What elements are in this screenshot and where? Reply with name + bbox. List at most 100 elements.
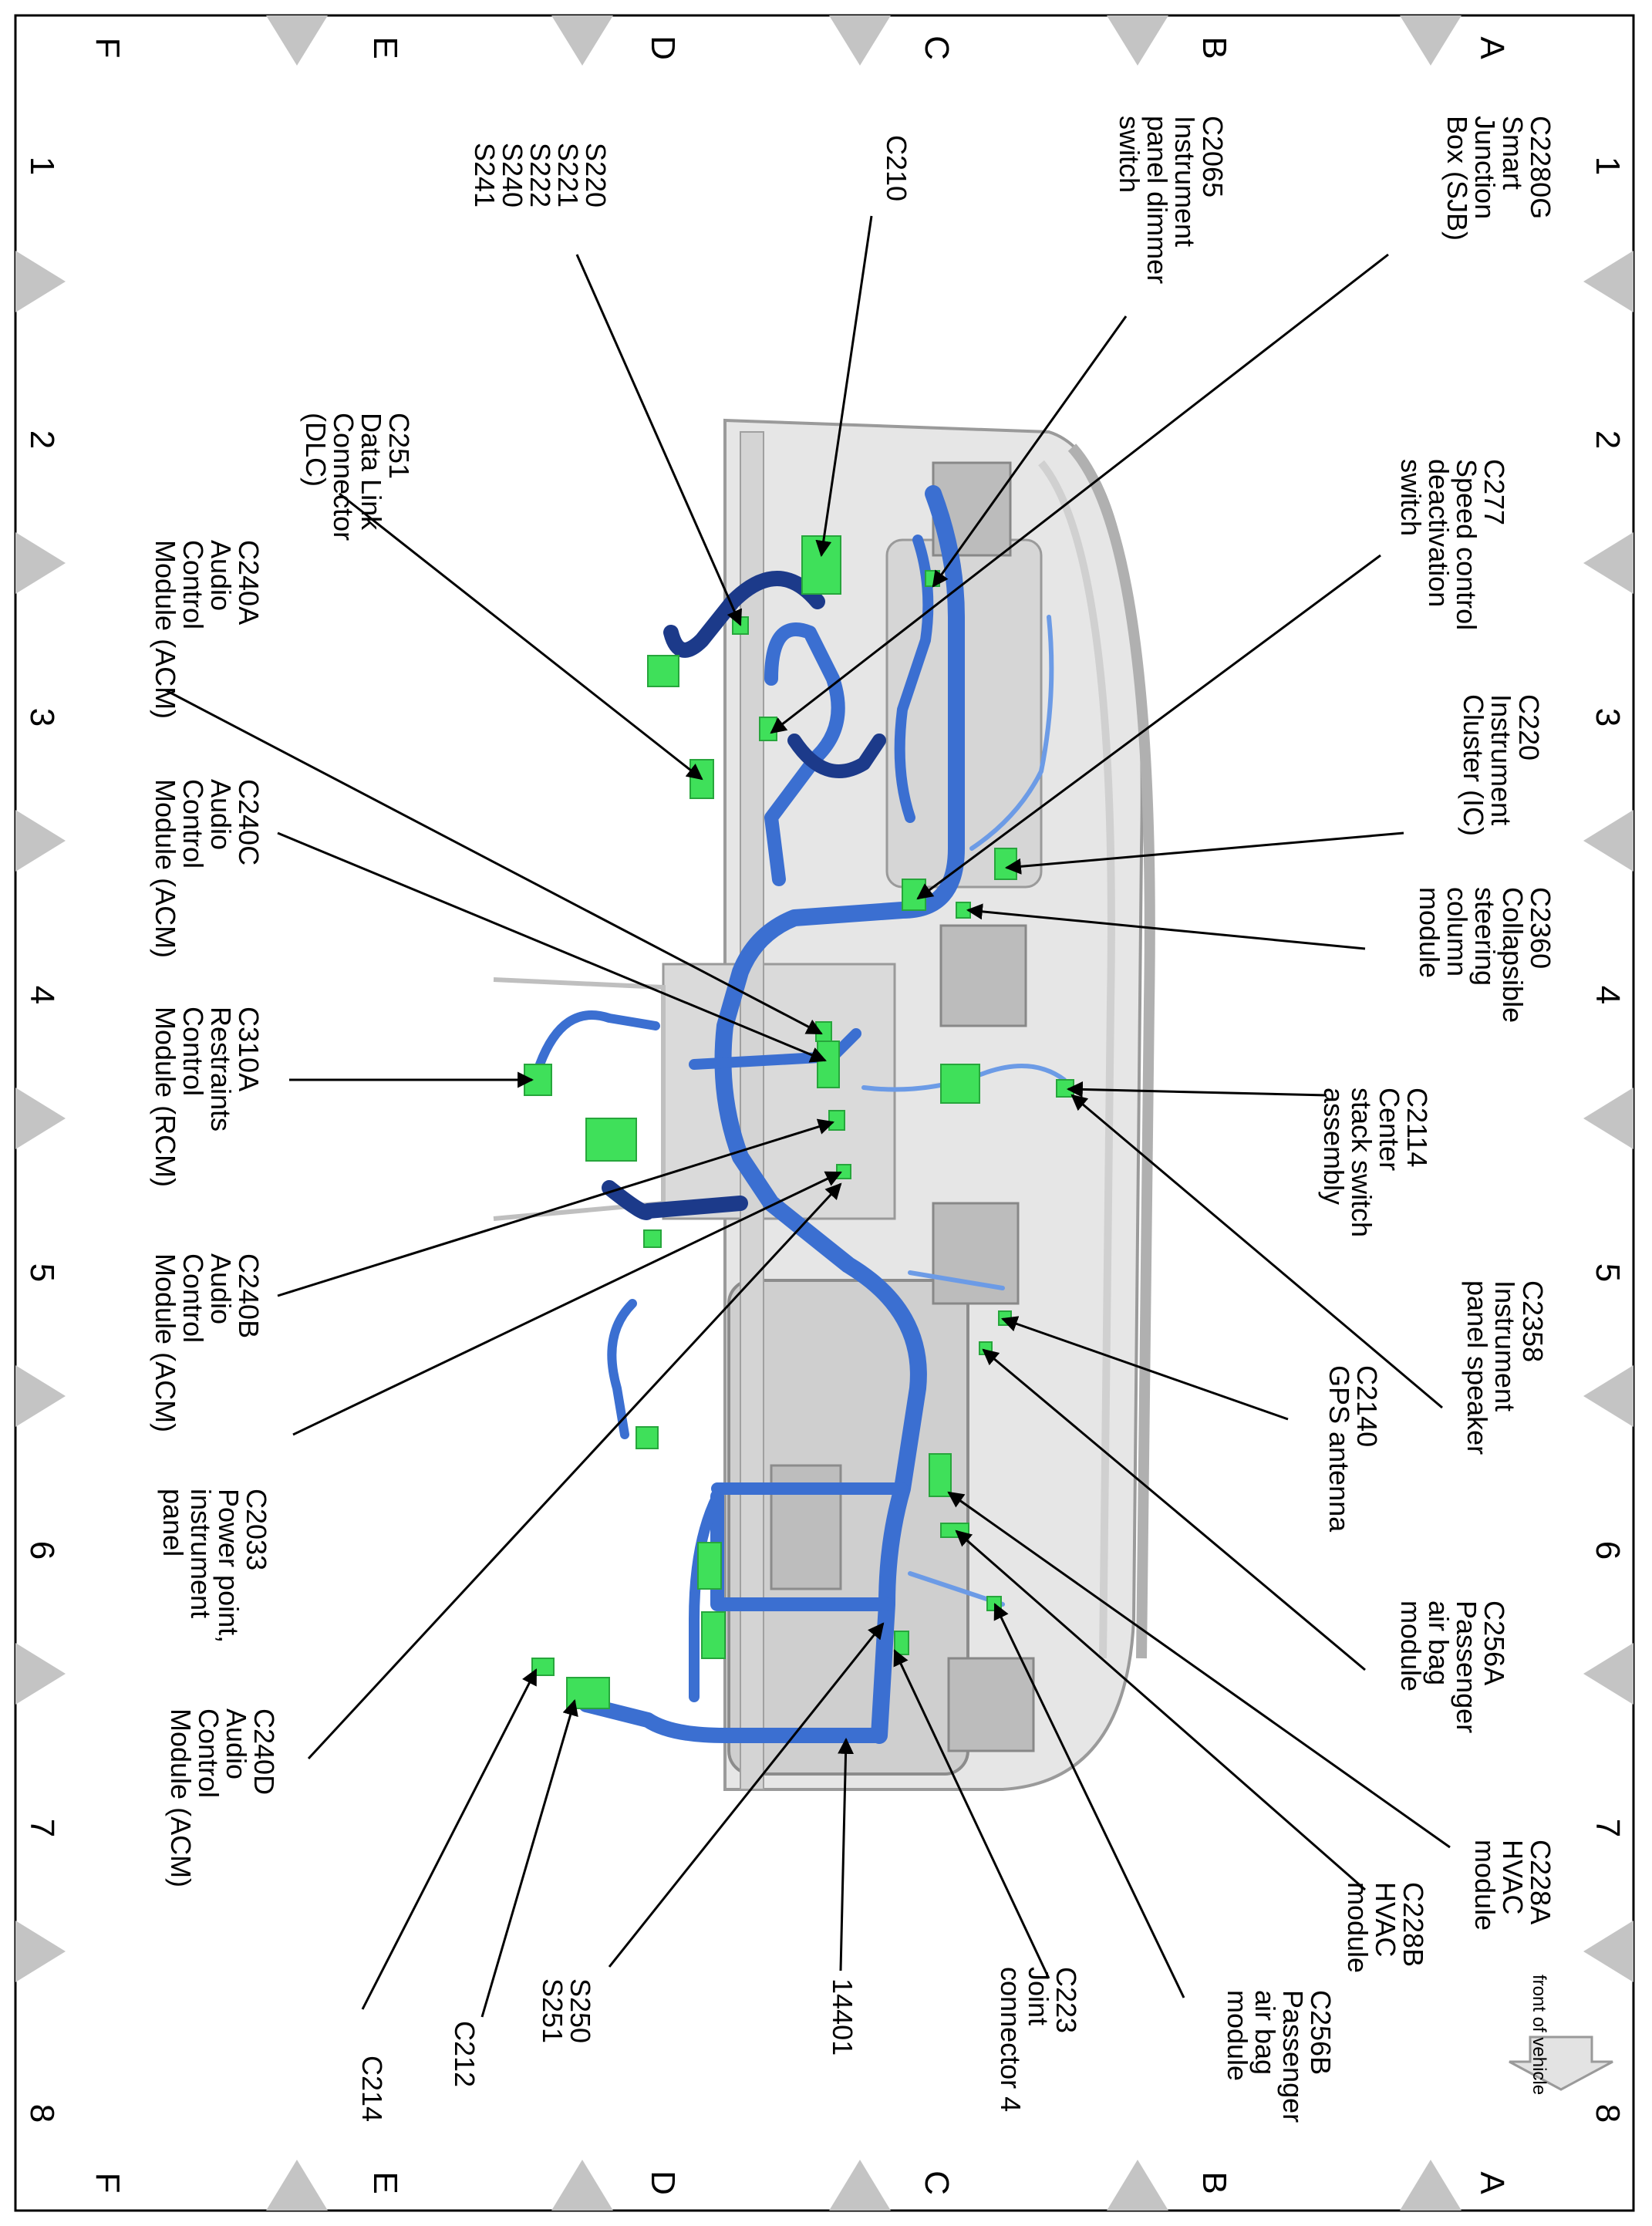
grid-column-label: 8 xyxy=(1589,2104,1627,2123)
grid-column-label: 1 xyxy=(1589,157,1627,175)
leader-line xyxy=(932,315,1128,588)
callout-line: Instrument xyxy=(1169,116,1201,247)
grid-triangle xyxy=(1400,2160,1462,2211)
connector-c310a-module xyxy=(585,1118,637,1162)
callout-line: Module (ACM) xyxy=(150,1253,181,1432)
grid-row-label: F xyxy=(89,38,126,59)
connector-center-module xyxy=(940,1064,980,1104)
callout-line: C256A xyxy=(1478,1600,1510,1685)
callout-line: deactivation xyxy=(1423,459,1455,607)
leader-line xyxy=(1070,1094,1443,1409)
connector-c2280g xyxy=(759,717,777,741)
grid-column-label: 2 xyxy=(23,430,61,449)
callout-line: S251 xyxy=(537,1978,568,2043)
front-of-vehicle-indicator: front of vehicle xyxy=(1509,1975,1613,2095)
callout-line: C2065 xyxy=(1197,116,1229,197)
grid-column-label: 7 xyxy=(1589,1819,1627,1837)
grid-row-label: C xyxy=(918,2170,956,2195)
front-of-vehicle-label: front of vehicle xyxy=(1529,1975,1549,2095)
leader-line xyxy=(277,1118,835,1297)
callout-line: C210 xyxy=(881,135,912,201)
grid-row-label: A xyxy=(1473,2171,1511,2194)
callout-c210: C210 xyxy=(881,135,912,201)
front-arrow-icon xyxy=(1509,2035,1613,2091)
right-vent xyxy=(947,1657,1035,1752)
callout-line: C240C xyxy=(233,779,265,865)
callout-line: switch xyxy=(1395,459,1427,536)
leader-line xyxy=(165,689,823,1035)
callout-line: C228B xyxy=(1397,1882,1429,1967)
leader-line xyxy=(893,1649,1050,1979)
callout-line: air bag xyxy=(1423,1600,1455,1685)
center-vent-left xyxy=(939,924,1027,1027)
grid-triangle xyxy=(1583,532,1633,594)
connector-c214 xyxy=(531,1658,555,1676)
grid-column-label: 1 xyxy=(23,157,61,175)
callout-line: Module (ACM) xyxy=(150,540,181,719)
grid-row-label: E xyxy=(366,2171,404,2194)
callout-line: (DLC) xyxy=(300,413,332,487)
leader-line xyxy=(277,831,827,1063)
connector-glovebox-2 xyxy=(701,1611,726,1659)
grid-column-label: 5 xyxy=(23,1263,61,1282)
center-stack xyxy=(662,963,896,1220)
grid-triangle xyxy=(15,251,66,312)
leader-line xyxy=(947,1491,1451,1849)
leader-line xyxy=(361,1668,538,2010)
connector-c2033 xyxy=(836,1164,851,1179)
grid-column-label: 7 xyxy=(23,1819,61,1837)
callout-c212: C212 xyxy=(449,2021,480,2087)
callout-line: panel xyxy=(157,1489,189,1557)
leader-line xyxy=(955,1530,1366,1891)
callout-line: Center xyxy=(1374,1088,1405,1171)
grid-row-label: A xyxy=(1473,36,1511,59)
grid-triangle xyxy=(266,2160,328,2211)
leader-line xyxy=(916,554,1381,900)
callout-line: C214 xyxy=(356,2056,388,2122)
glove-box xyxy=(727,1279,969,1776)
grid-triangles xyxy=(15,15,1633,2211)
grid-row-label: C xyxy=(918,35,956,60)
callout-line: Instrument xyxy=(1485,694,1517,825)
connector-c256a xyxy=(929,1453,952,1497)
callout-line: Power point, xyxy=(213,1489,244,1643)
grid-column-label: 6 xyxy=(1589,1541,1627,1560)
callout-line: C240B xyxy=(233,1253,265,1338)
callout-line: Audio xyxy=(205,540,237,611)
callout-line: 14401 xyxy=(827,1978,858,2056)
callout-line: C2114 xyxy=(1401,1088,1433,1167)
grid-column-label: 5 xyxy=(1589,1263,1627,1282)
callout-line: HVAC xyxy=(1370,1882,1401,1957)
callout-line: C240A xyxy=(233,540,265,625)
callout-line: Box (SJB) xyxy=(1441,116,1473,241)
callout-line: Control xyxy=(177,1253,209,1343)
callout-line: GPS antenna xyxy=(1323,1365,1355,1533)
grid-triangle xyxy=(15,1088,66,1149)
callout-line: C212 xyxy=(449,2021,480,2087)
floor-console xyxy=(493,977,666,1221)
leader-line xyxy=(815,215,873,558)
callout-line: C228A xyxy=(1525,1840,1556,1924)
callout-line: Control xyxy=(177,779,209,868)
callout-line: C2280G xyxy=(1525,116,1556,219)
callout-line: Connector xyxy=(328,413,359,541)
leader-line xyxy=(608,1622,885,1968)
callout-line: C2033 xyxy=(241,1489,272,1570)
grid-column-label: 3 xyxy=(1589,708,1627,727)
callout-line: Restraints xyxy=(205,1007,237,1132)
grid-triangle xyxy=(15,1921,66,1982)
grid-triangle xyxy=(551,15,613,66)
callout-line: Audio xyxy=(205,779,237,850)
callout-n14401: 14401 xyxy=(827,1978,858,2056)
callout-line: S222 xyxy=(524,143,556,207)
grid-triangle xyxy=(15,810,66,872)
